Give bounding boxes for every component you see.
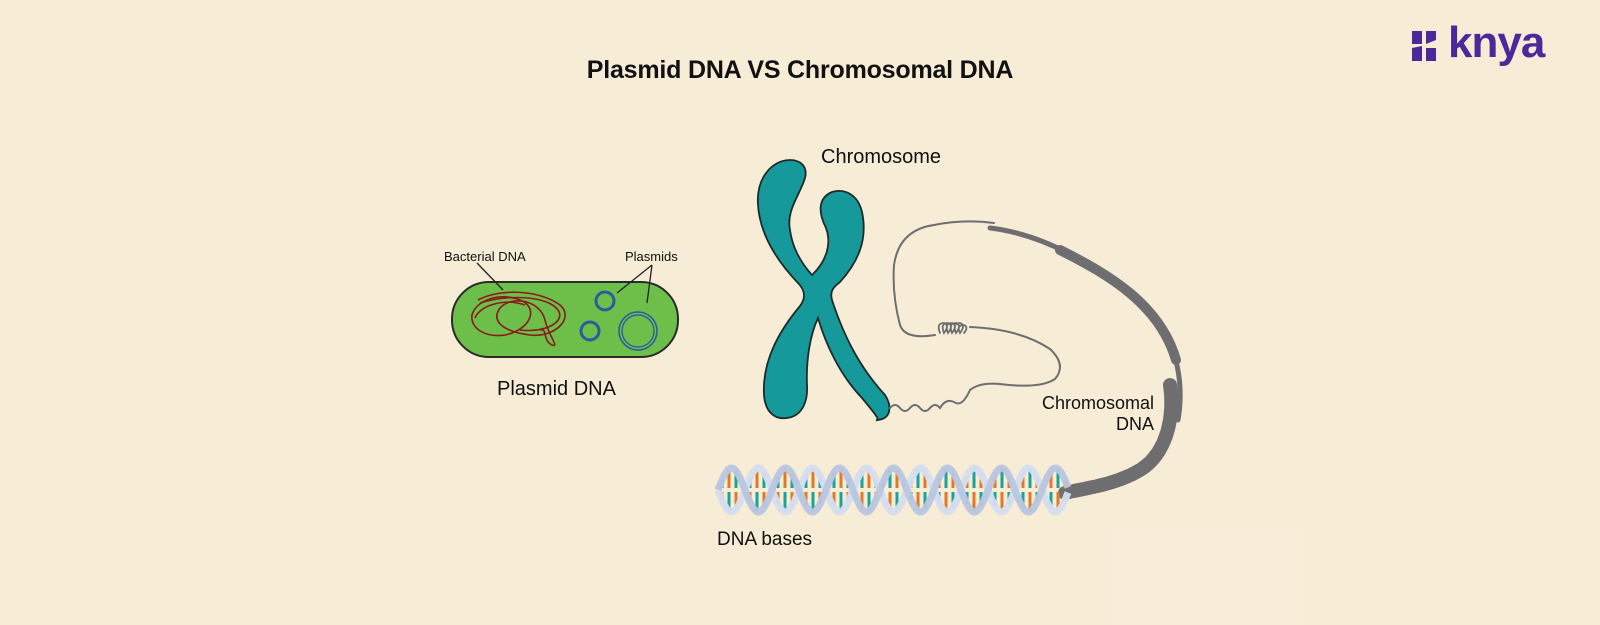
chromosome (757, 159, 891, 422)
chromatin-strand (889, 220, 1183, 500)
plasmid-small-1 (594, 290, 616, 312)
chromosomal-dna-label-line2: DNA (1115, 414, 1154, 434)
dna-backbone-strand (714, 464, 1072, 516)
chromosomal-dna-label-line1: Chromosomal (1041, 393, 1154, 413)
page-title: Plasmid DNA VS Chromosomal DNA (586, 56, 1014, 84)
plasmid-pointer-2 (646, 264, 653, 304)
chromosome-label: Chromosome (821, 146, 942, 168)
chromosomal-dna-label: Chromosomal DNA (1022, 393, 1154, 435)
plasmid-pointer-1 (616, 264, 653, 294)
bacterial-dna-label: Bacterial DNA (444, 249, 526, 264)
bacterial-dna-pointer (476, 262, 504, 291)
plasmid-large-inner (621, 314, 655, 348)
plasmid-large-outer (618, 311, 658, 351)
dna-bases-label: DNA bases (717, 529, 813, 550)
logo-text: knya (1448, 18, 1545, 67)
plasmid-dna-caption: Plasmid DNA (497, 378, 616, 400)
bacterial-dna-coil (471, 291, 566, 347)
plasmid-small-2 (579, 320, 601, 342)
bacterium (451, 262, 679, 358)
knya-logo-icon (1412, 31, 1436, 61)
dna-helix (714, 464, 1072, 516)
plasmids-label: Plasmids (625, 249, 678, 264)
dna-backbone-strand (714, 464, 1072, 516)
background-panel (1108, 528, 1304, 625)
brand-logo: knya (1410, 18, 1545, 70)
